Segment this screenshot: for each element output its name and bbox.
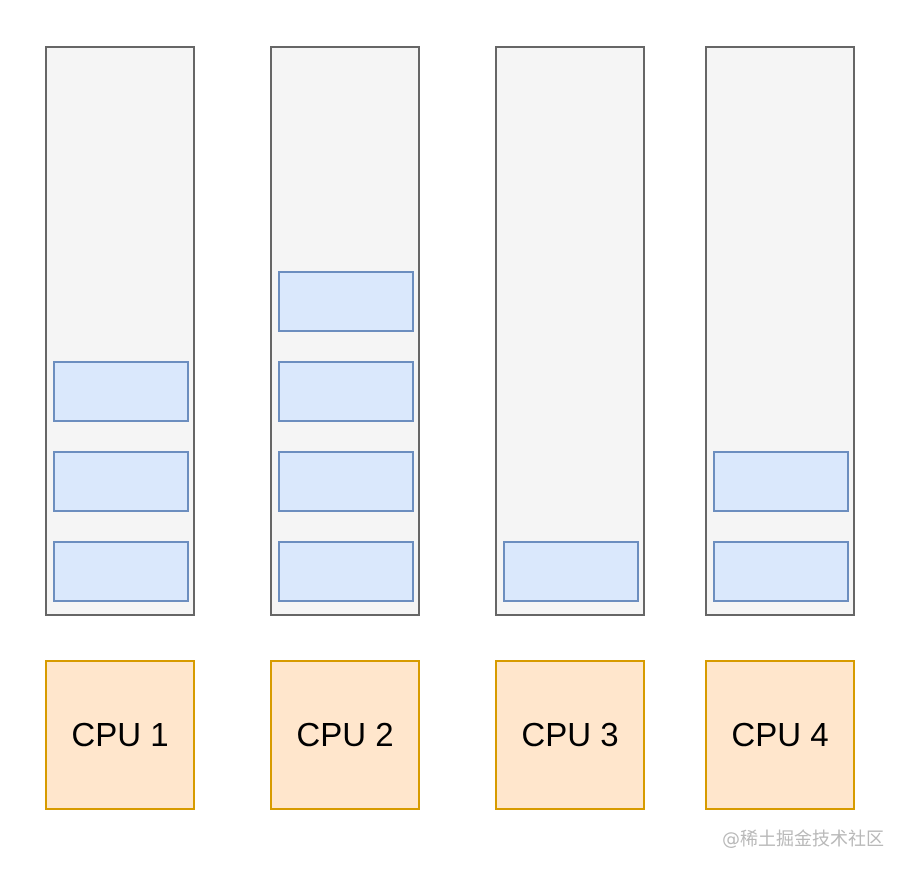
task-block [713, 451, 849, 512]
task-block [278, 271, 414, 332]
cpu-label: CPU 4 [731, 716, 829, 753]
cpu-box-3: CPU 3 [495, 660, 645, 810]
task-block [53, 451, 189, 512]
cpu-label: CPU 1 [71, 716, 169, 753]
task-block [503, 541, 639, 602]
task-block [53, 541, 189, 602]
task-block [278, 361, 414, 422]
cpu-label: CPU 3 [521, 716, 619, 753]
task-block [53, 361, 189, 422]
run-queue-cpu-4 [705, 46, 855, 616]
watermark: @稀土掘金技术社区 [722, 829, 884, 850]
cpu-box-4: CPU 4 [705, 660, 855, 810]
task-block [278, 451, 414, 512]
run-queue-cpu-3 [495, 46, 645, 616]
task-block [278, 541, 414, 602]
cpu-box-1: CPU 1 [45, 660, 195, 810]
task-block [713, 541, 849, 602]
cpu-box-2: CPU 2 [270, 660, 420, 810]
cpu-label: CPU 2 [296, 716, 394, 753]
run-queue-cpu-1 [45, 46, 195, 616]
run-queue-cpu-2 [270, 46, 420, 616]
